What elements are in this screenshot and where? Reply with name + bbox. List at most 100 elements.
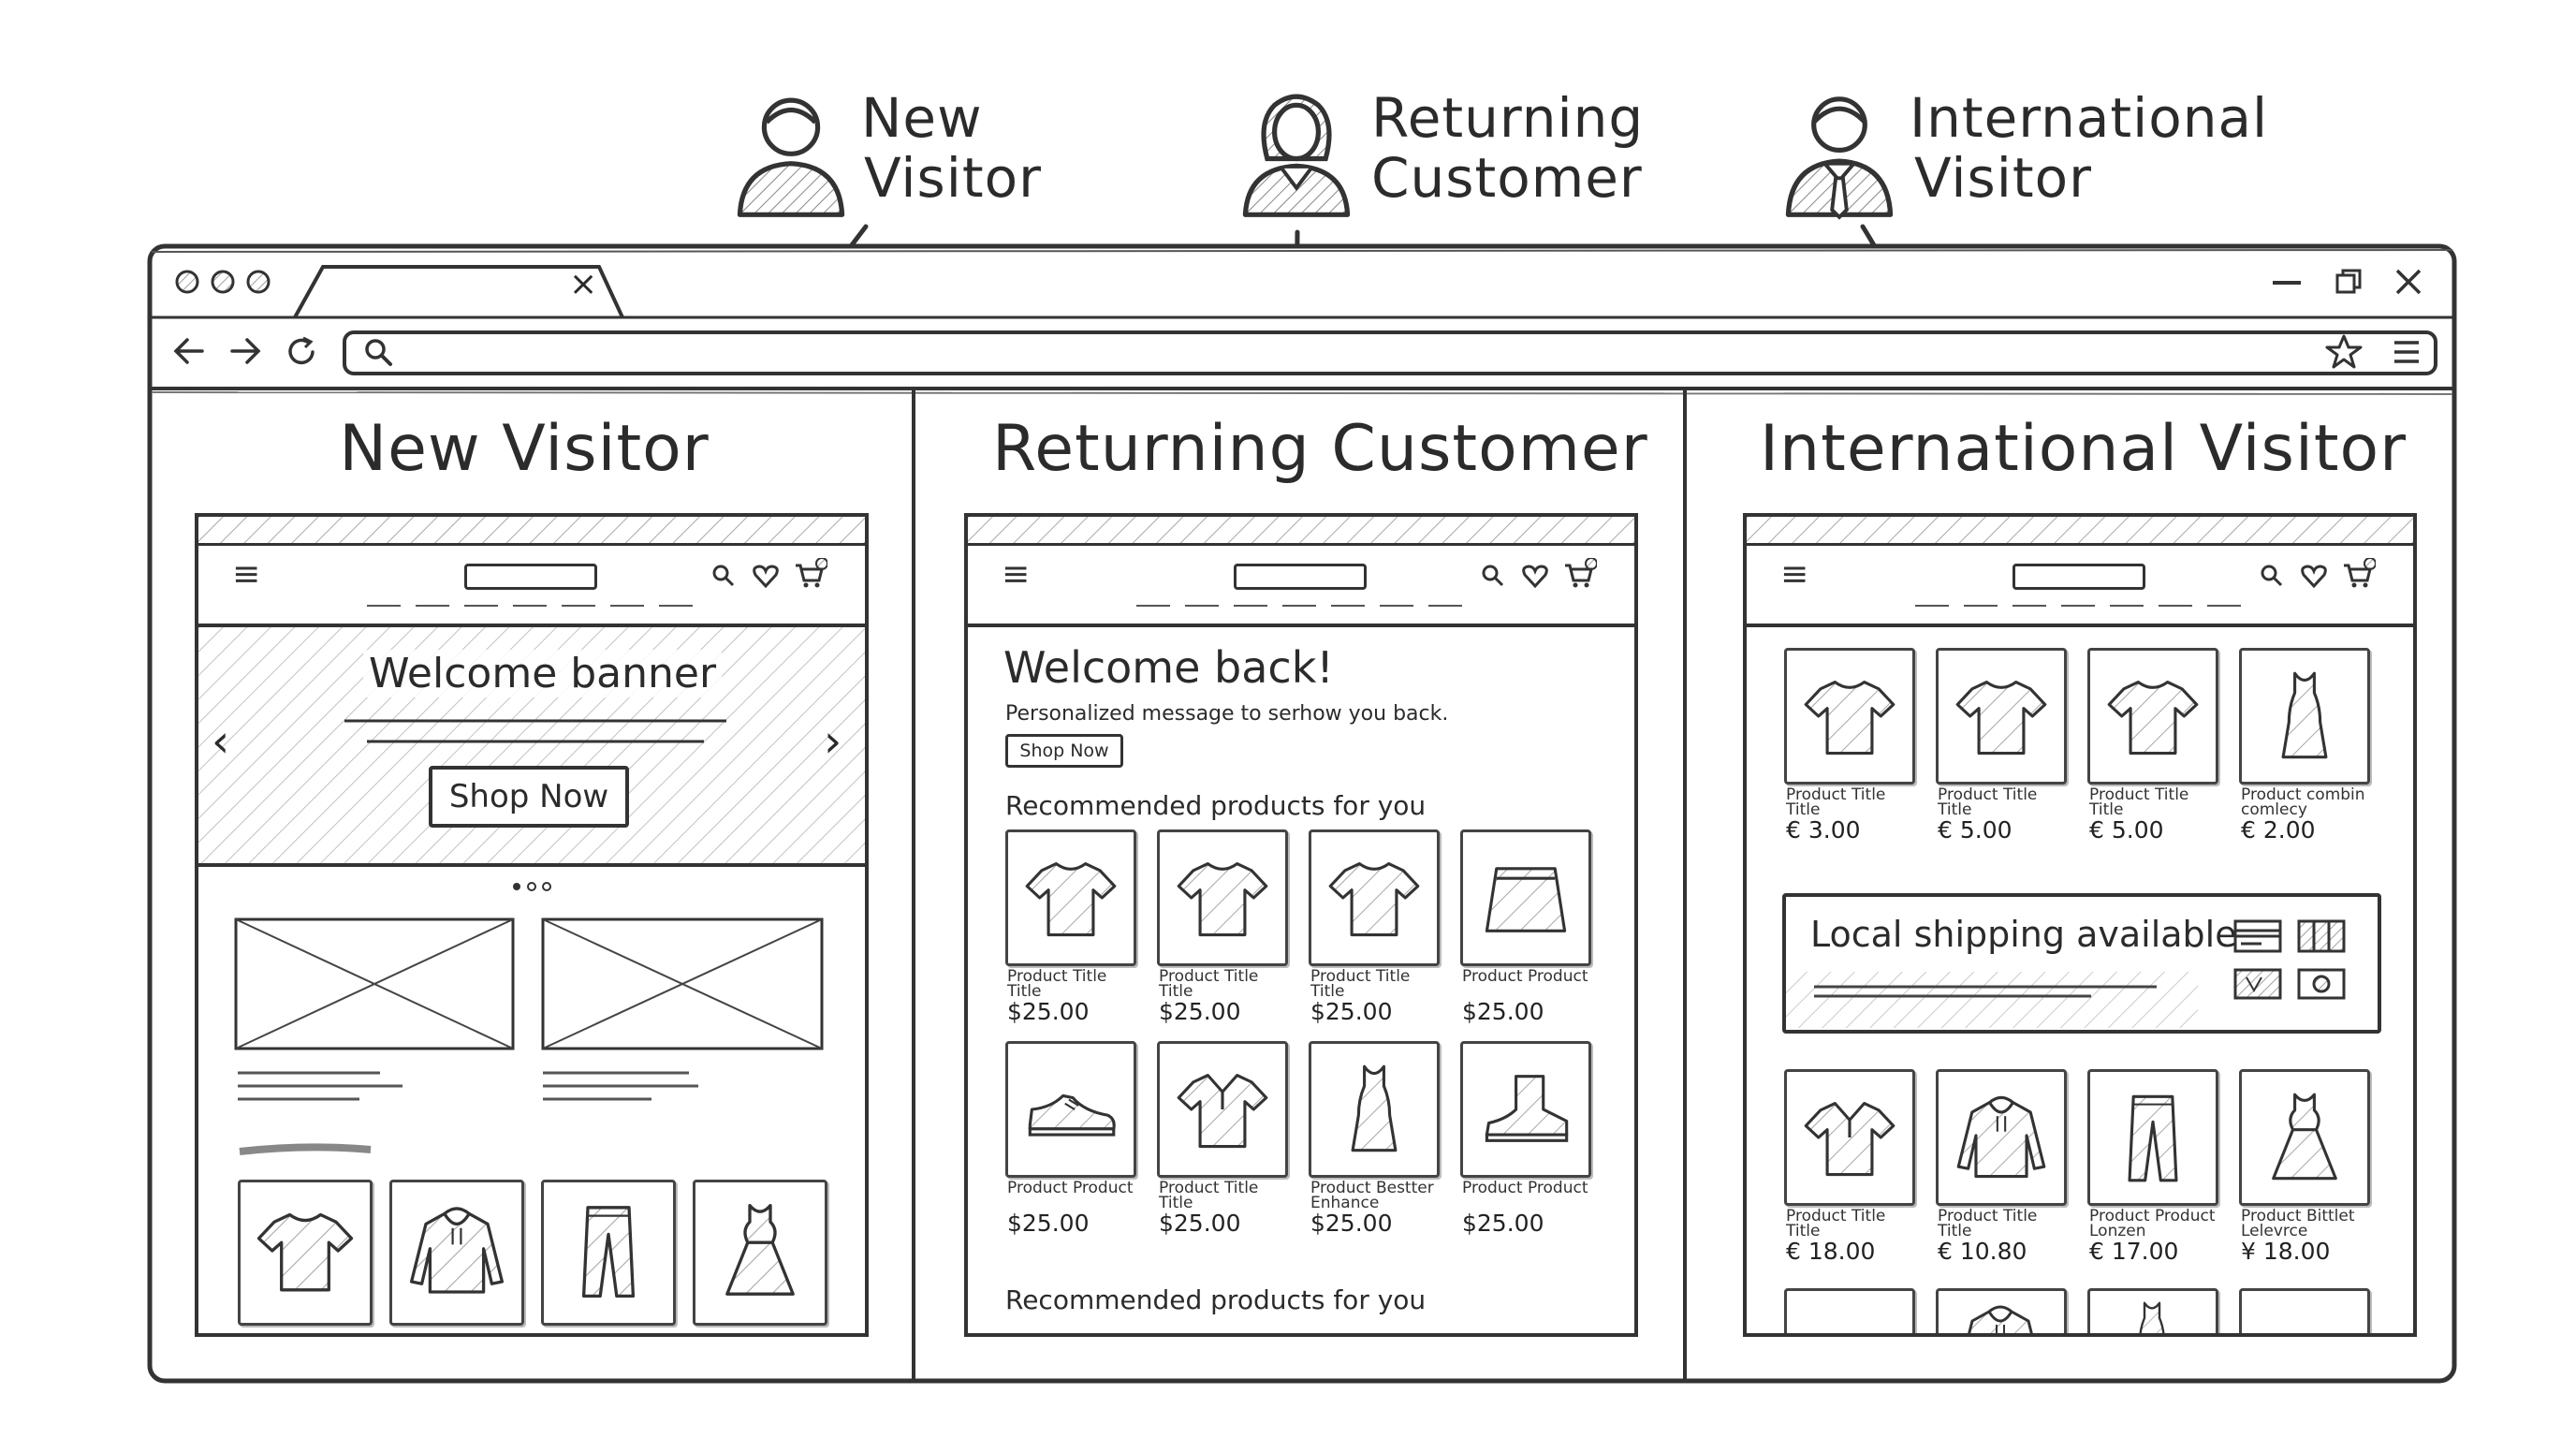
product-card[interactable]: [1309, 1041, 1440, 1178]
product-card[interactable]: [1784, 648, 1915, 785]
product-card[interactable]: [389, 1180, 524, 1326]
product-price: € 3.00: [1786, 816, 1861, 844]
man-with-tie-icon: [1778, 82, 1900, 223]
product-title: Product Title: [2089, 785, 2189, 804]
header-divider: [1747, 624, 2413, 627]
carousel-prev-button[interactable]: ‹: [212, 715, 230, 768]
product-card[interactable]: [2239, 648, 2370, 785]
skirt-icon: [1477, 849, 1574, 946]
shipping-message: Local shipping available!: [1810, 914, 2251, 955]
product-price: € 17.00: [2089, 1238, 2179, 1265]
tank-dress-icon: [1325, 1061, 1423, 1158]
search-icon[interactable]: [2260, 564, 2284, 588]
persona-returning-customer: Returning Customer: [1236, 75, 1643, 225]
search-icon[interactable]: [1481, 564, 1505, 588]
product-card[interactable]: [1936, 1069, 2067, 1206]
tshirt-icon: [1801, 668, 1898, 765]
product-card[interactable]: [2239, 1288, 2370, 1333]
product-card[interactable]: [1157, 829, 1288, 966]
product-card[interactable]: [1005, 829, 1136, 966]
product-card[interactable]: [1936, 648, 2067, 785]
product-card[interactable]: [1460, 1041, 1591, 1178]
heart-icon[interactable]: [1522, 564, 1548, 589]
product-title: Product Bittlet: [2241, 1207, 2355, 1225]
persona-label-line2: Visitor: [1914, 146, 2092, 210]
text-lines: [238, 1071, 698, 1155]
menu-icon[interactable]: [2393, 339, 2421, 365]
polo-icon: [1174, 1061, 1271, 1158]
shop-now-button[interactable]: Shop Now: [429, 766, 629, 828]
reload-icon[interactable]: [286, 335, 318, 367]
product-card[interactable]: [2239, 1069, 2370, 1206]
back-arrow-icon[interactable]: [172, 337, 206, 365]
product-card[interactable]: [2087, 1069, 2218, 1206]
search-icon[interactable]: [711, 564, 736, 588]
product-card[interactable]: [1460, 829, 1591, 966]
product-card[interactable]: [1157, 1041, 1288, 1178]
product-title: Product Product: [1462, 1179, 1588, 1197]
product-card[interactable]: [2087, 1288, 2218, 1337]
product-card[interactable]: [541, 1180, 676, 1326]
carousel-dots[interactable]: [509, 880, 554, 893]
window-traffic-lights: [174, 267, 286, 301]
cart-icon[interactable]: [794, 557, 828, 590]
heart-icon[interactable]: [753, 564, 779, 589]
hoodie-icon: [405, 1199, 508, 1302]
woman-icon: [1236, 82, 1357, 223]
persona-label-line1: Returning: [1371, 86, 1645, 150]
section-heading: Recommended products for you: [1005, 1284, 1427, 1315]
product-card[interactable]: [2087, 648, 2218, 785]
product-title: Product Title: [1786, 1207, 1886, 1225]
payment-card-icon: [2297, 919, 2346, 953]
welcome-heading: Welcome back!: [1003, 642, 1334, 693]
address-bar[interactable]: [402, 335, 2293, 373]
tank-top-icon: [2115, 1299, 2189, 1337]
product-subtitle: comlecy: [2241, 800, 2307, 819]
shipping-underline: [1814, 985, 2157, 998]
product-title: Product Title: [1938, 1207, 2038, 1225]
product-card[interactable]: [693, 1180, 827, 1326]
shop-now-button[interactable]: Shop Now: [1005, 734, 1123, 768]
cart-icon[interactable]: [1563, 557, 1598, 590]
product-subtitle: Lelevrce: [2241, 1222, 2308, 1240]
forward-arrow-icon[interactable]: [228, 337, 262, 365]
product-price: $25.00: [1462, 1210, 1544, 1237]
hoodie-icon: [1953, 1089, 2050, 1186]
product-card[interactable]: [238, 1180, 373, 1326]
tab-close-button[interactable]: ×: [569, 265, 598, 303]
product-card[interactable]: [1784, 1288, 1915, 1333]
product-price: $25.00: [1159, 998, 1241, 1025]
carousel-next-button[interactable]: ›: [824, 715, 842, 768]
panel-title-new-visitor: New Visitor: [339, 412, 710, 486]
maximize-icon[interactable]: [2334, 268, 2363, 296]
section-heading: Recommended products for you: [1005, 790, 1427, 821]
hamburger-icon[interactable]: ≡: [1002, 555, 1031, 594]
search-icon[interactable]: [363, 337, 393, 367]
image-placeholder: [541, 917, 824, 1050]
product-card[interactable]: [1784, 1069, 1915, 1206]
hamburger-icon[interactable]: ≡: [232, 555, 261, 594]
nav-underlines: [1136, 605, 1462, 607]
product-card[interactable]: [1005, 1041, 1136, 1178]
product-card[interactable]: [1309, 829, 1440, 966]
frame-top-bar: [1747, 517, 2413, 546]
cart-icon[interactable]: [2342, 557, 2377, 590]
boot-icon: [1477, 1061, 1574, 1158]
tshirt-icon: [1953, 668, 2050, 765]
coin-icon: [2297, 968, 2346, 1000]
close-icon[interactable]: [2394, 268, 2422, 296]
product-subtitle: Title: [1938, 800, 1972, 819]
dress-icon: [2256, 1089, 2353, 1186]
dress-icon: [709, 1199, 812, 1302]
product-card[interactable]: [1936, 1288, 2067, 1333]
star-icon[interactable]: [2325, 333, 2363, 371]
polo-icon: [1801, 1089, 1898, 1186]
image-placeholder: [234, 917, 515, 1050]
minimize-icon[interactable]: [2273, 281, 2301, 285]
product-title: Product Title: [1310, 967, 1411, 986]
product-subtitle: Title: [1310, 982, 1345, 1001]
hamburger-icon[interactable]: ≡: [1780, 555, 1809, 594]
heart-icon[interactable]: [2301, 564, 2327, 589]
personalized-message: Personalized message to serhow you back.: [1005, 702, 1449, 726]
frame-top-bar: [198, 517, 865, 546]
